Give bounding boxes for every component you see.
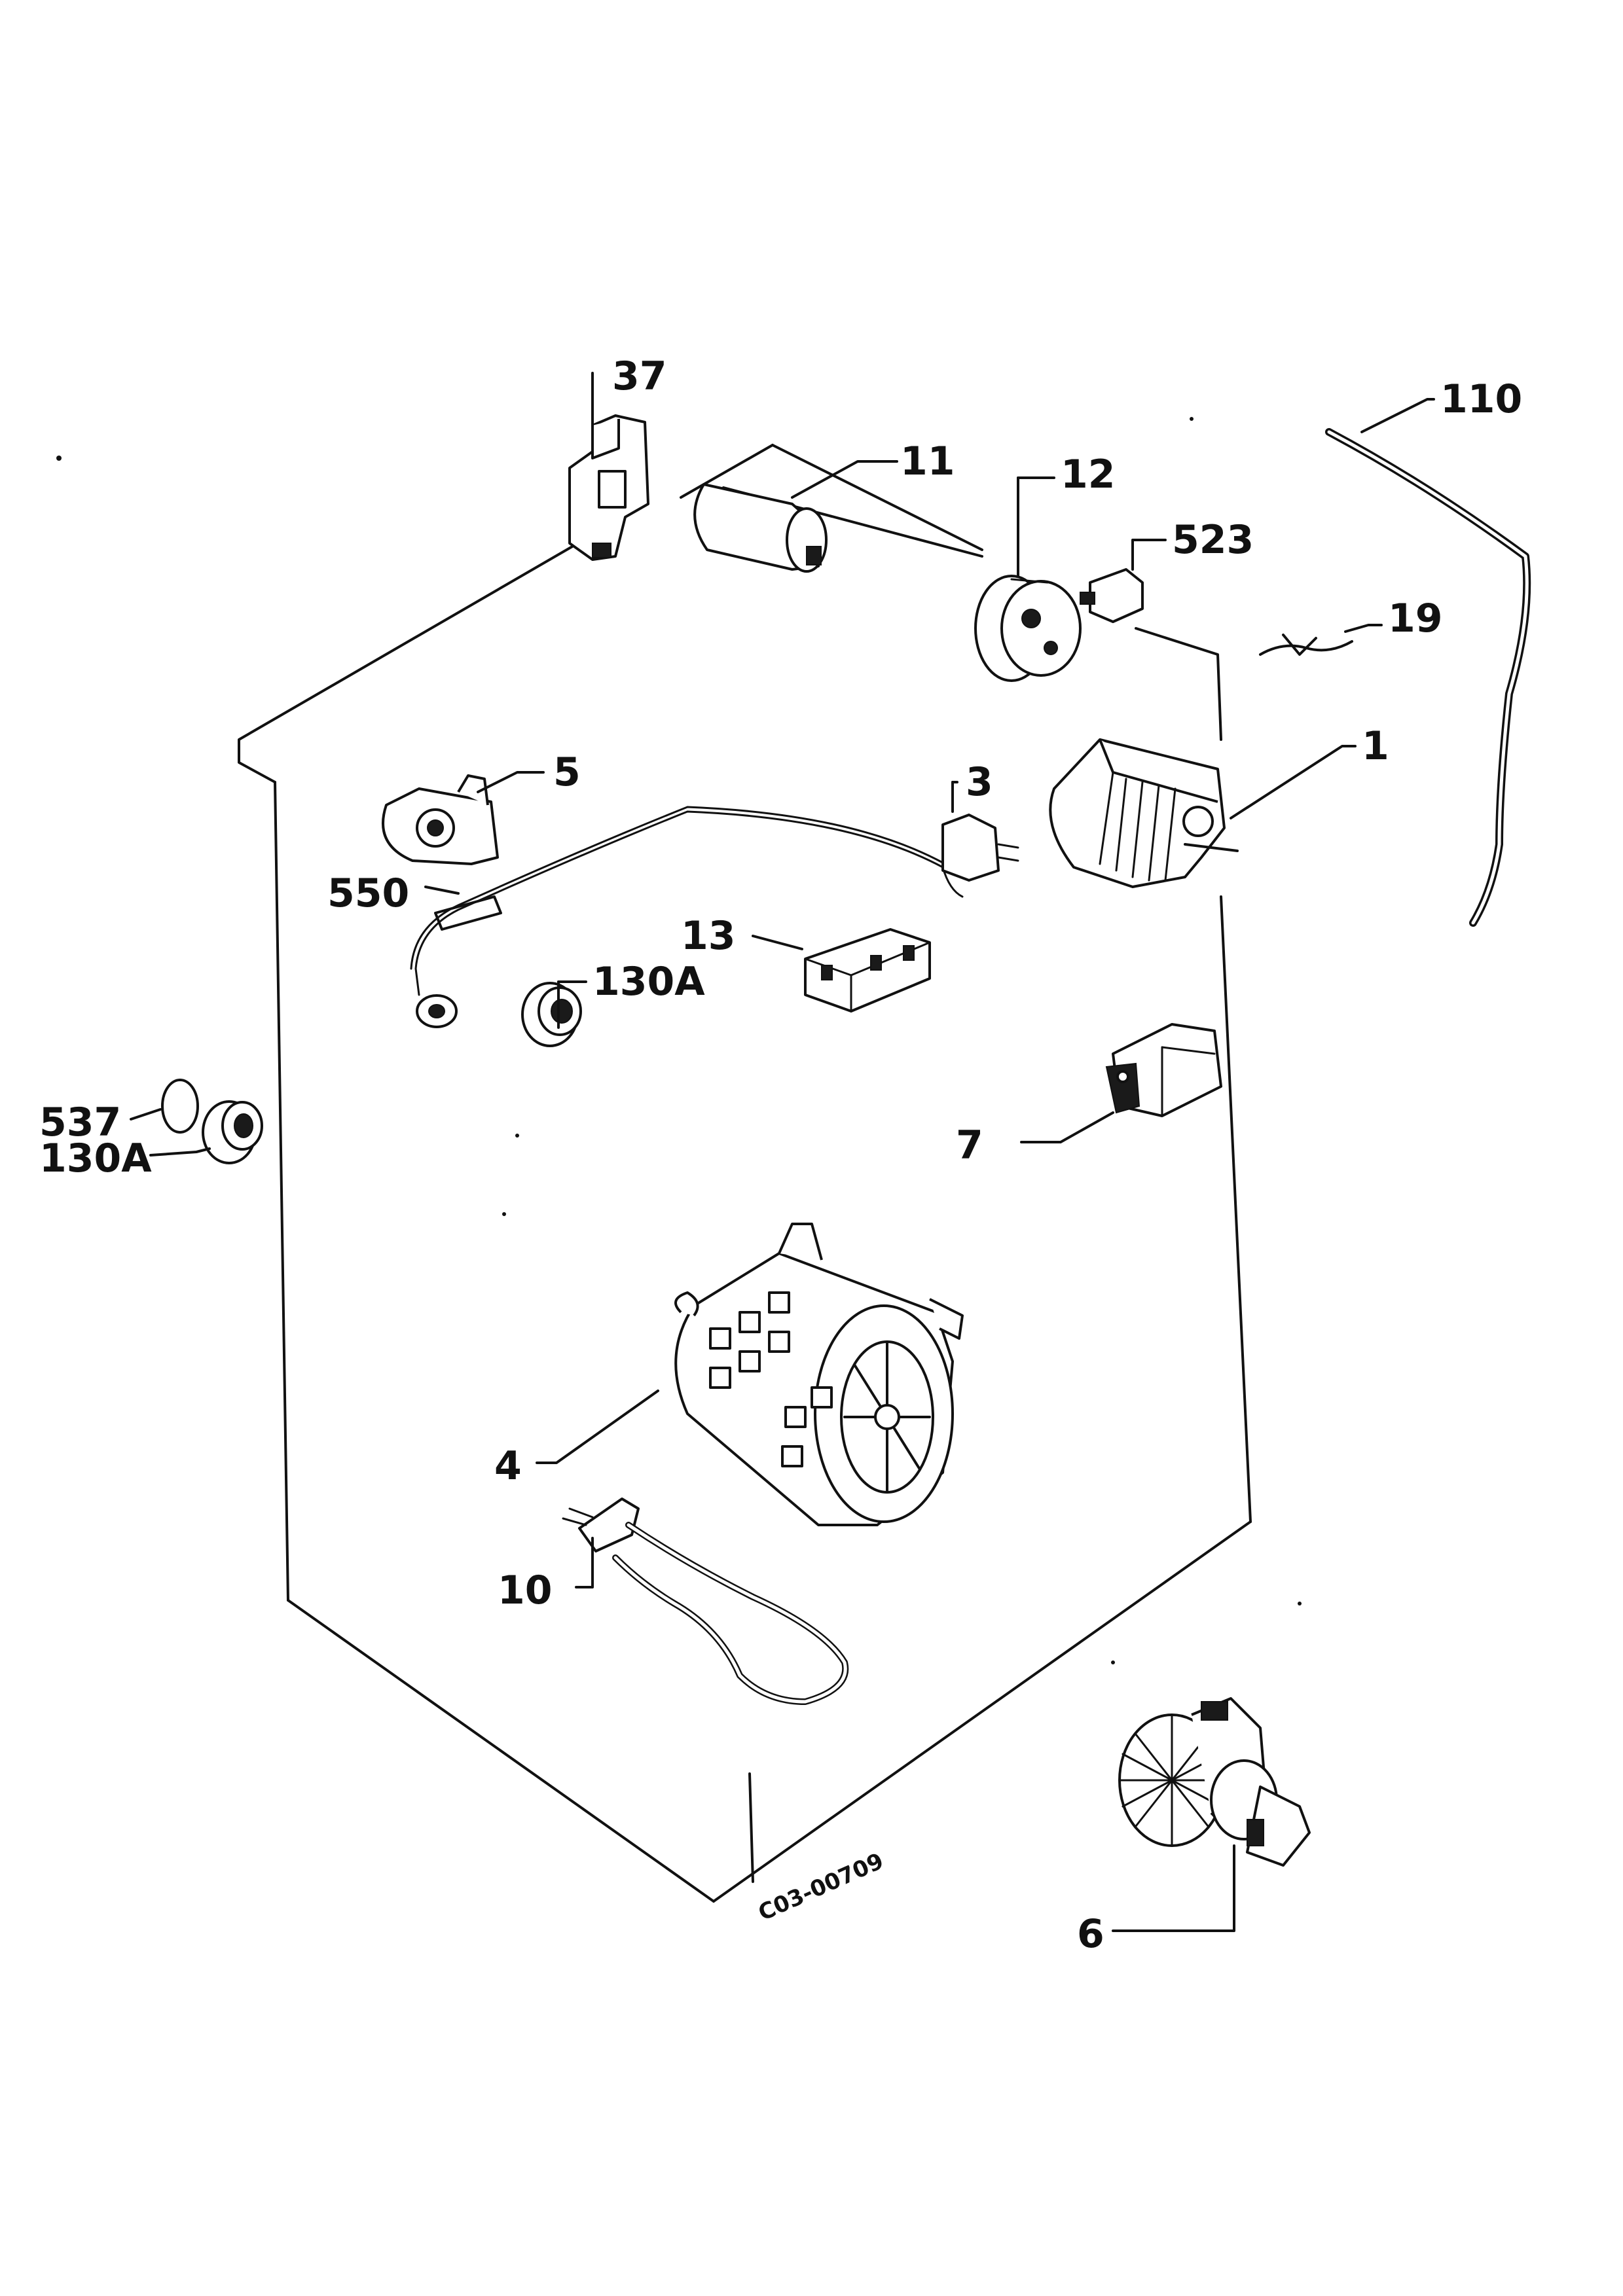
label-6: 6 [1077, 1911, 1104, 1957]
label-4: 4 [494, 1443, 522, 1489]
part-3-thermostat [410, 781, 1019, 1028]
label-5: 5 [553, 749, 581, 795]
part-19-clip [1259, 624, 1383, 656]
part-4-motor [536, 1223, 964, 1526]
label-523: 523 [1172, 517, 1254, 563]
label-19: 19 [1388, 596, 1443, 641]
part-37-door-interlock [568, 372, 649, 561]
label-537: 537 [39, 1100, 121, 1145]
label-1: 1 [1362, 723, 1389, 769]
label-12: 12 [1061, 452, 1116, 497]
part-12-pressure-switch [974, 476, 1082, 682]
part-130a-inner-grommet [521, 980, 587, 1047]
part-13-terminal-block [752, 928, 931, 1013]
label-10: 10 [498, 1568, 553, 1613]
part-5-door-switch [382, 771, 545, 865]
part-10-heater [562, 1498, 849, 1705]
label-130a-outer: 130A [39, 1136, 152, 1181]
stray-dots [56, 417, 1302, 1664]
label-37: 37 [612, 353, 667, 399]
label-550: 550 [327, 870, 409, 916]
part-130a-outer-grommet [149, 1100, 263, 1164]
part-523-connector [1080, 539, 1167, 623]
part-11-capacitor [680, 444, 983, 573]
label-11: 11 [900, 439, 955, 484]
label-130a-inner: 130A [593, 959, 705, 1005]
part-labels: 37 11 12 110 523 19 1 5 3 550 13 130A 53… [39, 353, 1522, 1957]
label-3: 3 [966, 759, 993, 805]
cabinet-outline [238, 486, 1252, 1903]
part-7-suppressor [1020, 1023, 1222, 1143]
part-1-programmer [1049, 738, 1357, 888]
label-7: 7 [956, 1122, 983, 1168]
part-110-cable [1325, 398, 1531, 927]
part-537-ring [130, 1079, 199, 1134]
label-110: 110 [1440, 376, 1522, 422]
label-13: 13 [681, 913, 736, 959]
part-6-drain-pump [1112, 1697, 1311, 1932]
